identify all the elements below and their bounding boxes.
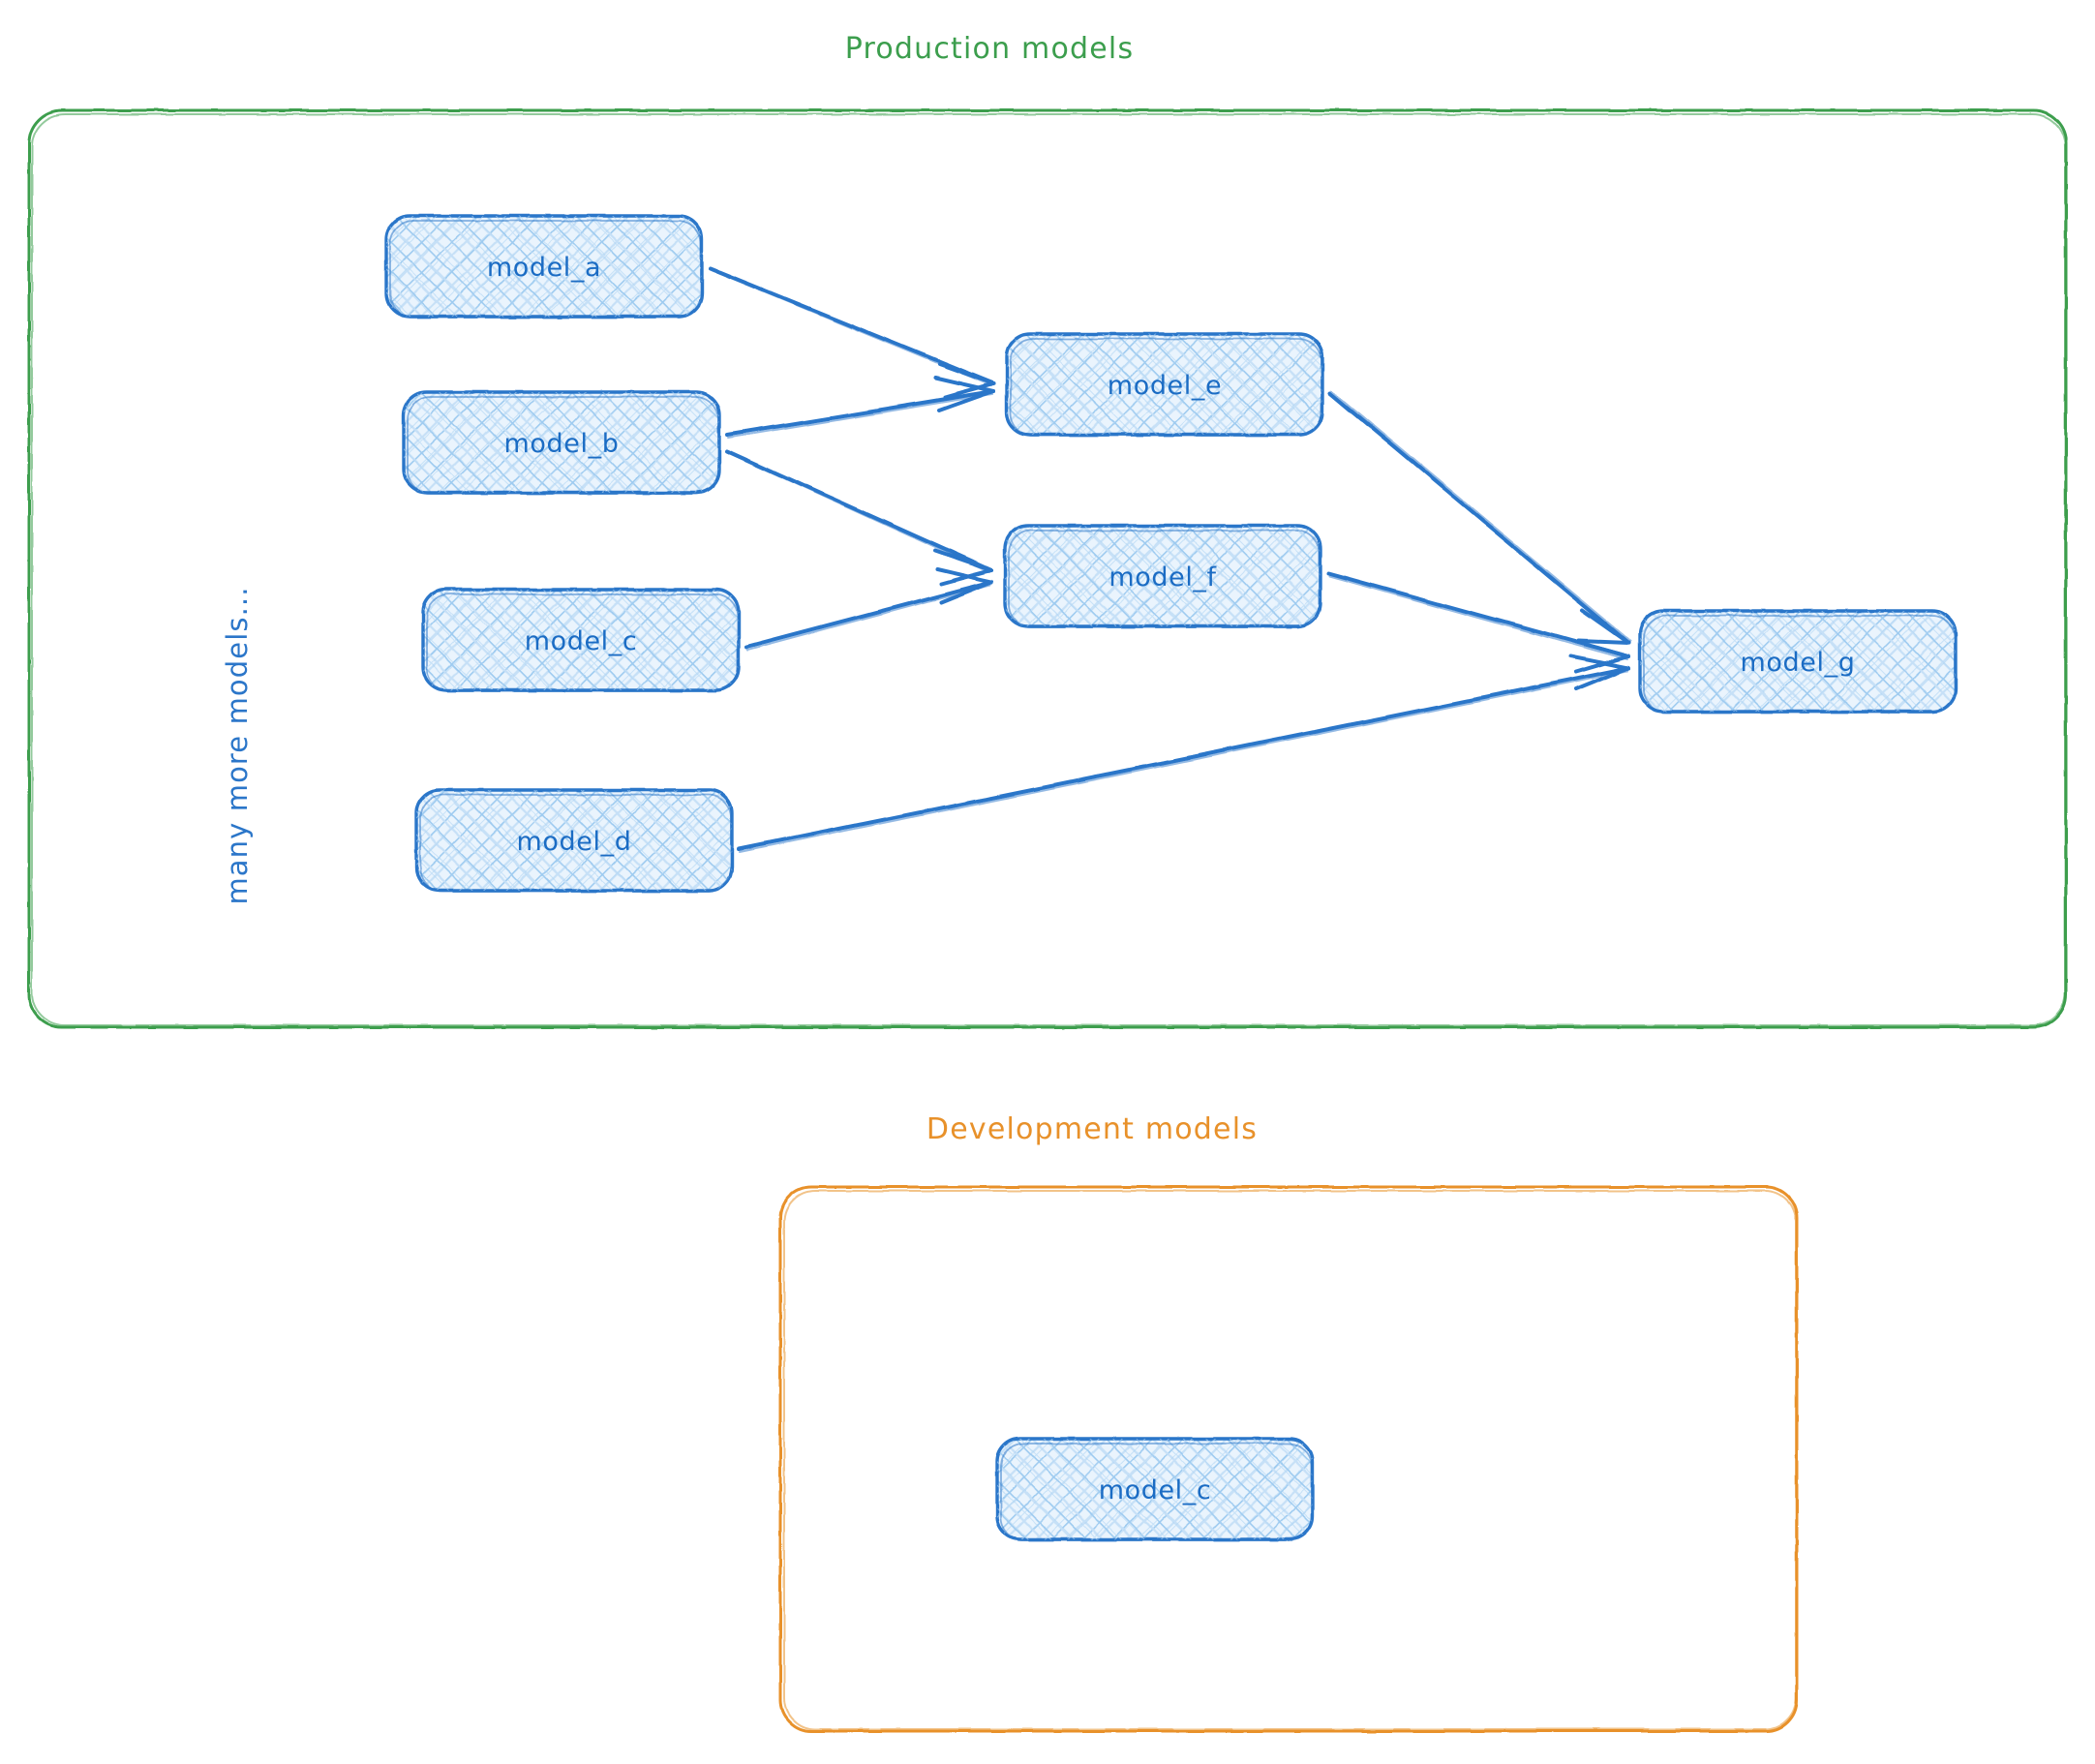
production-group-title: Production models	[845, 32, 1135, 66]
node-model-e-label: model_e	[1108, 371, 1222, 401]
node-model-g-label: model_g	[1741, 648, 1856, 678]
node-model-e-sketchline	[1010, 338, 1322, 437]
edge-model-b-to-model-e	[725, 376, 995, 439]
edge-model-a-to-model-e	[708, 266, 995, 399]
node-model-f[interactable]: model_f	[1003, 524, 1322, 628]
group-container-production	[27, 108, 2068, 1029]
node-model-g[interactable]: model_g	[1638, 609, 1958, 714]
node-model-d-sketchline	[419, 794, 732, 893]
node-model-e-shape-hatch2	[1007, 334, 1322, 435]
nodes-layer: model_a model_b model_c	[384, 214, 1958, 1541]
node-model-f-shape-hatch2	[1005, 526, 1321, 626]
edge-model-c-to-model-f	[744, 567, 993, 651]
development-group-border-sketch	[783, 1190, 1797, 1730]
node-model-a[interactable]: model_a	[384, 214, 704, 319]
edge-model-e-to-model-g	[1328, 390, 1631, 645]
node-model-d[interactable]: model_d	[414, 788, 734, 893]
node-model-c-label: model_c	[525, 626, 638, 656]
node-model-b-label: model_b	[504, 429, 620, 459]
node-model-c-sketchline	[426, 593, 739, 692]
node-model-c-dev-shape-hatch2	[997, 1439, 1313, 1539]
node-model-g-shape-hatch2	[1640, 611, 1956, 712]
group-container-development	[778, 1185, 1799, 1733]
node-model-b-sketchline	[407, 396, 719, 495]
node-model-a-sketchline	[389, 220, 702, 319]
side-label-many-more-models: many more models...	[221, 586, 254, 904]
node-model-f-sketchline	[1008, 530, 1321, 628]
node-model-b-shape-hatch2	[404, 392, 719, 493]
edge-model-b-to-model-f	[725, 449, 993, 586]
edges-layer	[708, 266, 1631, 853]
node-model-d-shape-hatch2	[416, 790, 732, 891]
development-group-title: Development models	[926, 1112, 1258, 1146]
node-model-a-shape-hatch2	[386, 216, 702, 317]
node-model-a-label: model_a	[487, 253, 601, 283]
node-model-c-dev-sketchline	[1000, 1443, 1313, 1541]
node-model-g-sketchline	[1643, 615, 1956, 714]
node-model-c[interactable]: model_c	[421, 588, 741, 692]
node-model-c-shape-hatch2	[423, 590, 739, 690]
node-model-f-label: model_f	[1108, 563, 1217, 593]
edge-model-d-to-model-g	[738, 654, 1630, 853]
node-model-e[interactable]: model_e	[1005, 332, 1324, 437]
node-model-b[interactable]: model_b	[402, 390, 721, 495]
node-model-d-label: model_d	[517, 827, 632, 857]
production-group-border-sketch	[31, 113, 2066, 1026]
node-model-c-dev-label: model_c	[1099, 1475, 1212, 1505]
node-model-c-dev[interactable]: model_c	[995, 1437, 1315, 1541]
